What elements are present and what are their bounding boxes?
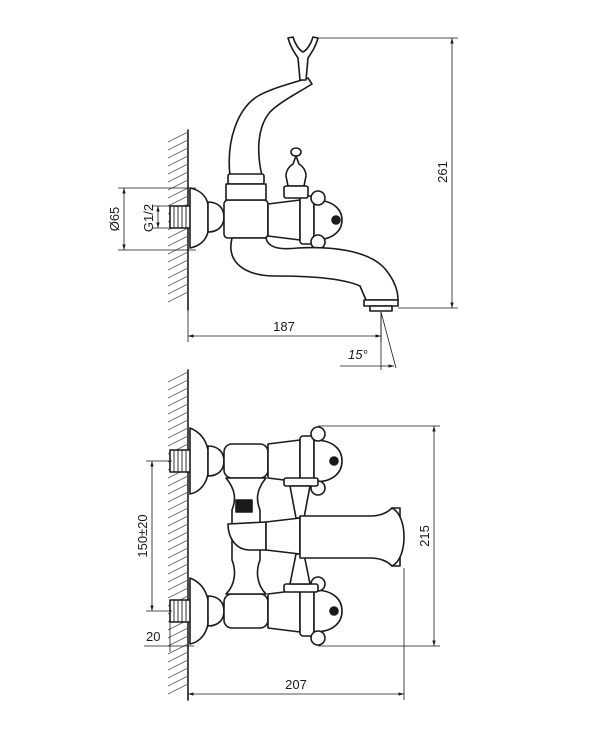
hatch-line — [167, 155, 189, 167]
hatch-line — [167, 507, 189, 519]
hatch-line — [167, 243, 189, 255]
angle-label: 15° — [348, 347, 368, 362]
hatch-line — [167, 387, 189, 399]
hatch-line — [167, 683, 189, 695]
hatch-line — [167, 163, 189, 175]
height-label-bottom: 215 — [417, 525, 432, 547]
side-view: 261 187 15° Ø65 G1/2 — [107, 36, 458, 370]
length-dimension-top: 187 — [187, 310, 382, 342]
hatch-line — [167, 499, 189, 511]
hatch-line — [167, 131, 189, 143]
hatch-line — [167, 283, 189, 295]
hatch-line — [167, 587, 189, 599]
spout-top — [230, 237, 399, 312]
height-dimension-bottom: 215 — [318, 425, 440, 647]
hatch-line — [167, 627, 189, 639]
hatch-line — [167, 667, 189, 679]
wall-connector-top — [169, 187, 225, 249]
hatch-line — [167, 651, 189, 663]
hatch-line — [167, 291, 189, 303]
hatch-line — [167, 403, 189, 415]
hatch-line — [167, 643, 189, 655]
hatch-line — [167, 563, 189, 575]
hatch-line — [167, 579, 189, 591]
center-dimension: 150±20 — [135, 460, 172, 612]
hatch-line — [167, 171, 189, 183]
hatch-line — [167, 139, 189, 151]
hatch-line — [167, 419, 189, 431]
hatch-line — [167, 427, 189, 439]
hatch-line — [167, 395, 189, 407]
hatch-line — [167, 435, 189, 447]
center-label: 150±20 — [135, 514, 150, 557]
hatch-line — [167, 267, 189, 279]
hatch-line — [167, 555, 189, 567]
hatch-line — [167, 235, 189, 247]
upper-inlet — [169, 426, 343, 496]
spout-bottom — [299, 507, 405, 567]
hatch-line — [167, 515, 189, 527]
height-label: 261 — [435, 161, 450, 183]
mixer-body-top — [223, 190, 343, 250]
hatch-line — [167, 483, 189, 495]
angle-dimension: 15° — [340, 311, 397, 370]
hatch-line — [167, 491, 189, 503]
hatch-line — [167, 539, 189, 551]
offset-label: 20 — [146, 629, 160, 644]
hatch-line — [167, 379, 189, 391]
height-dimension-top: 261 — [318, 37, 458, 309]
hatch-line — [167, 531, 189, 543]
hatch-line — [167, 659, 189, 671]
length-dimension-bottom: 207 — [187, 568, 405, 700]
thread-label: G1/2 — [141, 204, 156, 232]
flange-dia-label: Ø65 — [107, 207, 122, 232]
offset-dimension: 20 — [144, 622, 194, 652]
hatch-line — [167, 571, 189, 583]
shower-holder — [225, 36, 319, 201]
hatch-line — [167, 523, 189, 535]
lower-inlet — [169, 576, 343, 646]
hatch-line — [167, 147, 189, 159]
hatch-line — [167, 259, 189, 271]
length-label-bottom: 207 — [285, 677, 307, 692]
hatch-line — [167, 179, 189, 191]
hatch-line — [167, 675, 189, 687]
diverter-knob-top — [283, 147, 309, 199]
hatch-line — [167, 475, 189, 487]
hatch-line — [167, 371, 189, 383]
hatch-line — [167, 547, 189, 559]
hatch-line — [167, 187, 189, 199]
hatch-line — [167, 411, 189, 423]
wall-hatch-bottom — [167, 369, 189, 701]
hatch-line — [167, 227, 189, 239]
hatch-line — [167, 251, 189, 263]
hatch-line — [167, 195, 189, 207]
hatch-line — [167, 275, 189, 287]
flange-dimensions: Ø65 G1/2 — [107, 187, 196, 251]
length-label: 187 — [273, 319, 295, 334]
hatch-line — [167, 635, 189, 647]
front-view: 215 207 150±20 20 — [135, 369, 440, 701]
